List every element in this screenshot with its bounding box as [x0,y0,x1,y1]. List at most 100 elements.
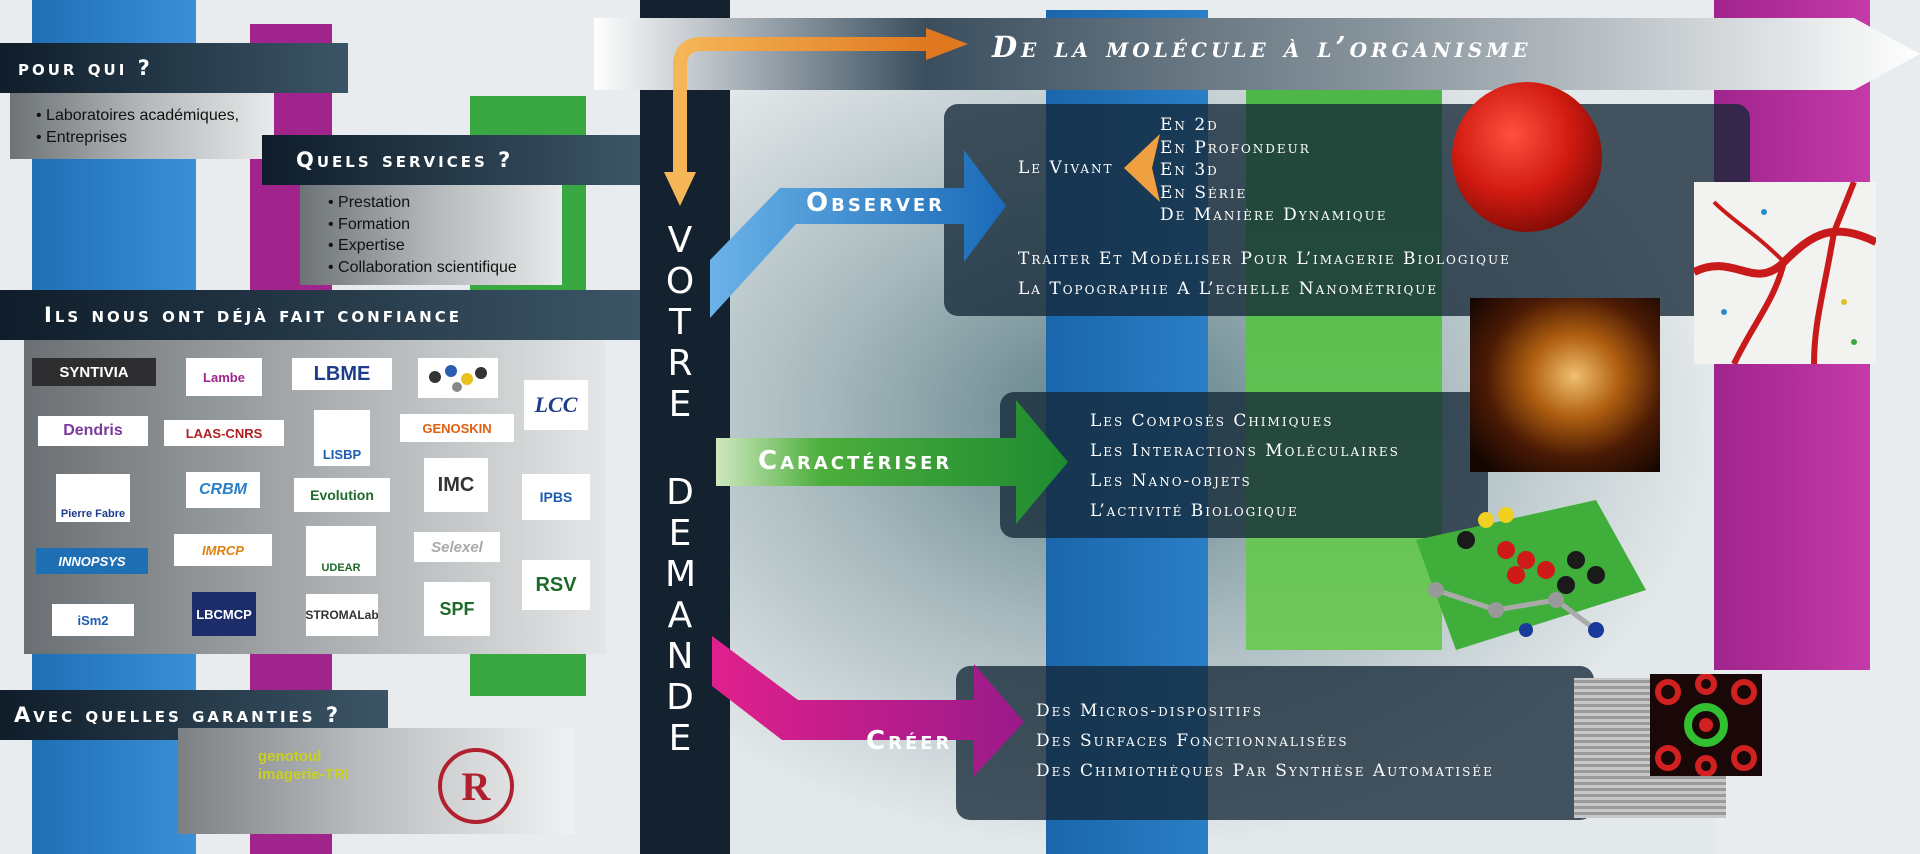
logo-selexel: Selexel [414,532,500,562]
caracteriser-line: L’activité Biologique [1090,501,1299,521]
vertical-word-votre: VOTRE [644,220,716,425]
logo-stromalab: STROMALab [306,594,378,636]
logo-rsv: RSV [522,560,590,610]
list-item: Entreprises [36,127,274,149]
list-item: Expertise [328,235,562,257]
afm-topography-image [1470,298,1660,472]
caracteriser-label: Caractériser [758,446,953,476]
pour-qui-title-text: pour qui ? [18,56,153,80]
creer-lines: Des Micros-dispositifs Des Surfaces Fonc… [1036,696,1494,786]
logo-text: Pierre Fabre [60,508,126,520]
logo-pierre-fabre: Pierre Fabre [56,474,130,522]
orange-chevron-icon [1124,134,1160,202]
banner-arrow [594,18,1920,90]
logo-quality-r: R [438,748,514,824]
molecule-icon [429,365,487,392]
creer-line: Des Surfaces Fonctionnalisées [1036,731,1349,751]
caracteriser-line: Les Composés Chimiques [1090,411,1334,431]
logo-innopsys: INNOPSYS [36,548,148,574]
logo-text: R [461,763,491,809]
logo-text: SYNTIVIA [59,363,129,381]
logo-text: iSm2 [77,612,109,628]
observer-label: Observer [806,188,946,218]
logo-ipbs: IPBS [522,474,590,520]
red-cell-sphere-image [1452,82,1602,232]
creer-line: Des Micros-dispositifs [1036,701,1263,721]
vertical-word-demande: DEMANDE [644,472,716,759]
chemical-library-image [1396,480,1656,660]
logo-text: Dendris [63,422,123,439]
creer-arrow [712,636,1024,776]
caracteriser-line: Les Nano-objets [1090,471,1252,491]
list-item: Laboratoires académiques, [36,105,274,127]
logo-dendris: Dendris [38,416,148,446]
logo-text: SPF [439,598,475,619]
network-icon [1694,182,1876,364]
pour-qui-box: Laboratoires académiques, Entreprises [10,93,274,159]
fluorescence-icon [1655,674,1757,776]
vertical-demande-text: DEMANDE [665,472,697,759]
logo-lisbp: LISBP [314,410,370,466]
logo-text: Lambe [203,369,245,385]
caracteriser-arrow [716,400,1068,524]
services-box: Prestation Formation Expertise Collabora… [300,185,562,285]
list-item: Formation [328,214,562,236]
neuron-network-image [1694,182,1876,364]
logo-text: LBME [313,362,371,385]
logo-text: RSV [535,573,577,596]
logo-text: Evolution [310,487,374,503]
caracteriser-panel [1000,392,1488,538]
mode-item: En Série [1160,182,1248,203]
logo-lcc: LCC [524,380,588,430]
confiance-title: Ils nous ont déjà fait confiance [0,290,640,340]
logo-text: LISBP [322,447,362,462]
logo-text: genotoul imagerie-TRI [258,748,349,783]
creer-line: Des Chimiothèques Par Synthèse Automatis… [1036,761,1494,781]
services-title: Quels services ? [262,135,640,185]
observer-line: Traiter Et Modéliser Pour L’imagerie Bio… [1018,249,1511,269]
logo-text: IPBS [539,489,573,505]
observer-panel [944,104,1750,316]
creer-label: Créer [866,726,953,756]
caracteriser-line: Les Interactions Moléculaires [1090,441,1400,461]
list-item: Collaboration scientifique [328,257,562,279]
observer-vivant: Le Vivant [1018,158,1114,178]
logo-text: GENOSKIN [422,420,492,436]
creer-panel [956,666,1594,820]
fluorescence-cells-image [1650,674,1762,776]
logo-laas-cnrs: LAAS-CNRS [164,420,284,446]
logo-syntivia: SYNTIVIA [32,358,156,386]
logo-text: Selexel [431,538,483,556]
caracteriser-lines: Les Composés Chimiques Les Interactions … [1090,406,1400,526]
observer-modes: En 2d En Profondeur En 3d En Série De Ma… [1160,114,1388,227]
observer-line: La Topographie A L’echelle Nanométrique [1018,279,1439,299]
banner-title: De la molécule à l’organisme [992,30,1532,64]
logo-imc: IMC [424,458,488,512]
logo-genotoul: genotoul imagerie-TRI [214,748,374,814]
logo-text: STROMALab [306,608,378,622]
observer-arrow [710,150,1006,318]
logo-evolution: Evolution [294,478,390,512]
molecule-plate-icon [1416,500,1646,650]
logo-lbcmcp: LBCMCP [192,592,256,636]
pour-qui-list: Laboratoires académiques, Entreprises [36,105,274,148]
logo-text: UDEAR [321,562,361,574]
services-title-text: Quels services ? [296,148,514,172]
list-item: Prestation [328,192,562,214]
mode-item: En 3d [1160,160,1219,181]
logo-genoskin: GENOSKIN [400,414,514,442]
orange-bent-arrow [664,28,968,206]
logo-udear: UDEAR [306,526,376,576]
pour-qui-title: pour qui ? [0,43,348,93]
logo-text: LBCMCP [196,606,252,622]
logo-lbme: LBME [292,358,392,390]
logo-spf: SPF [424,582,490,636]
mode-item: En Profondeur [1160,137,1311,158]
logo-ism2: iSm2 [52,604,134,636]
logo-lambe: Lambe [186,358,262,396]
logo-molecule [418,358,498,398]
logo-text: IMRCP [202,542,244,558]
logo-imrcp: IMRCP [174,534,272,566]
observer-lines: Traiter Et Modéliser Pour L’imagerie Bio… [1018,244,1511,304]
mode-item: De Manière Dynamique [1160,205,1388,226]
